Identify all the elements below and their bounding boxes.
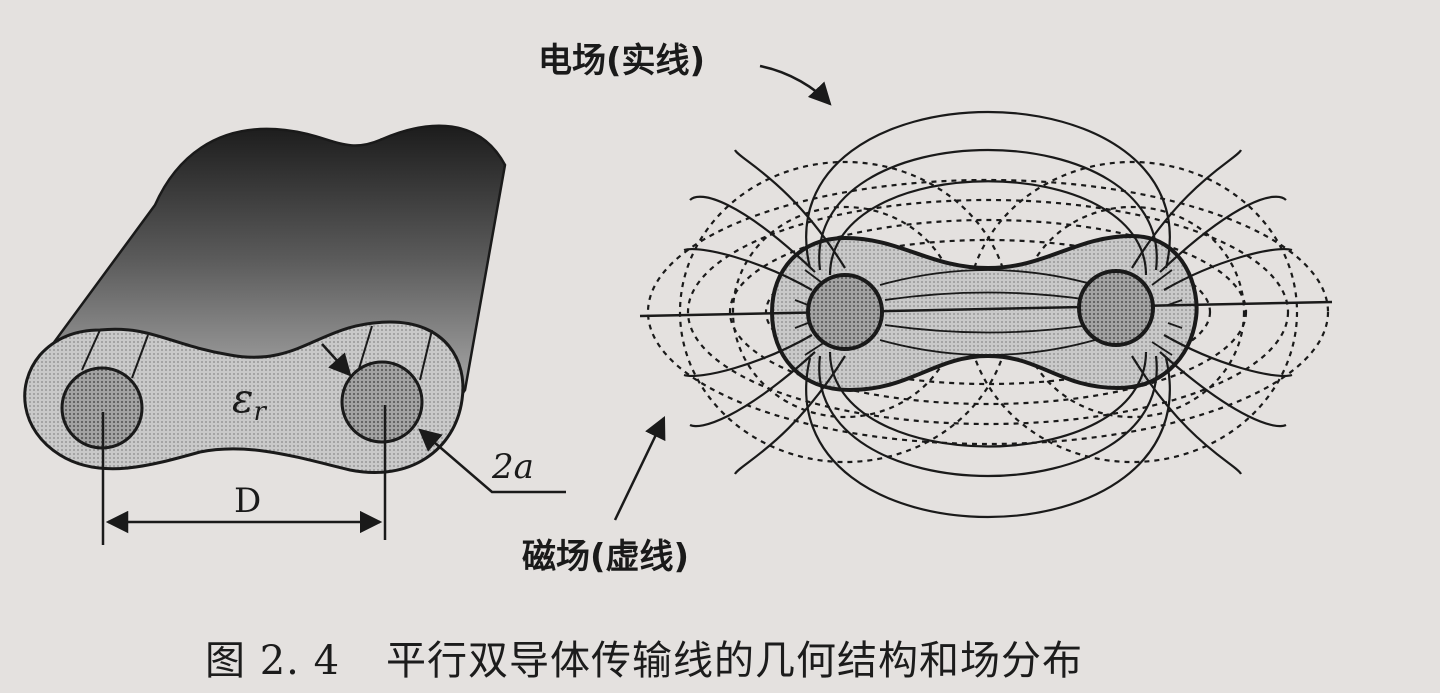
field-distribution-diagram: 电场(实线) 磁场(虚线) xyxy=(522,41,1333,577)
magnetic-field-loop xyxy=(686,198,1290,426)
right-conductor-edge-top xyxy=(357,325,373,373)
field-right-conductor xyxy=(1077,269,1155,347)
right-conductor xyxy=(340,360,424,444)
dielectric-cross-section xyxy=(23,320,465,475)
field-dielectric-region xyxy=(769,233,1199,393)
electric-field-lines-inner xyxy=(794,269,1183,356)
conductor-pointer-arrow xyxy=(321,343,352,377)
figure-number: 图 2. 4 xyxy=(205,638,341,684)
dielectric-constant-label: εr xyxy=(232,376,267,427)
left-conductor-edge-top xyxy=(81,329,101,371)
magnetic-field-loop xyxy=(646,178,1330,446)
electric-field-arrow xyxy=(759,64,832,106)
left-conductor-edge-bottom xyxy=(131,334,149,379)
field-left-conductor xyxy=(806,273,884,351)
magnetic-field-arrow xyxy=(613,415,666,521)
right-conductor-edge-bottom xyxy=(419,329,433,381)
magnetic-field-loop xyxy=(764,238,1212,386)
electric-field-lines-outer xyxy=(683,110,1293,519)
electric-field-label: 电场(实线) xyxy=(538,41,705,81)
diameter-leader-line xyxy=(418,428,566,494)
magnetic-field-label: 磁场(虚线) xyxy=(522,537,689,577)
figure-title: 平行双导体传输线的几何结构和场分布 xyxy=(386,638,1084,684)
figure-caption: 图 2. 4 平行双导体传输线的几何结构和场分布 xyxy=(205,628,1083,686)
magnetic-field-loop xyxy=(728,218,1248,406)
twin-lead-cable-diagram: εr D 2a xyxy=(23,124,566,545)
separation-label: D xyxy=(234,481,261,521)
field-axis-line xyxy=(639,300,1333,318)
diameter-label: 2a xyxy=(491,447,534,487)
